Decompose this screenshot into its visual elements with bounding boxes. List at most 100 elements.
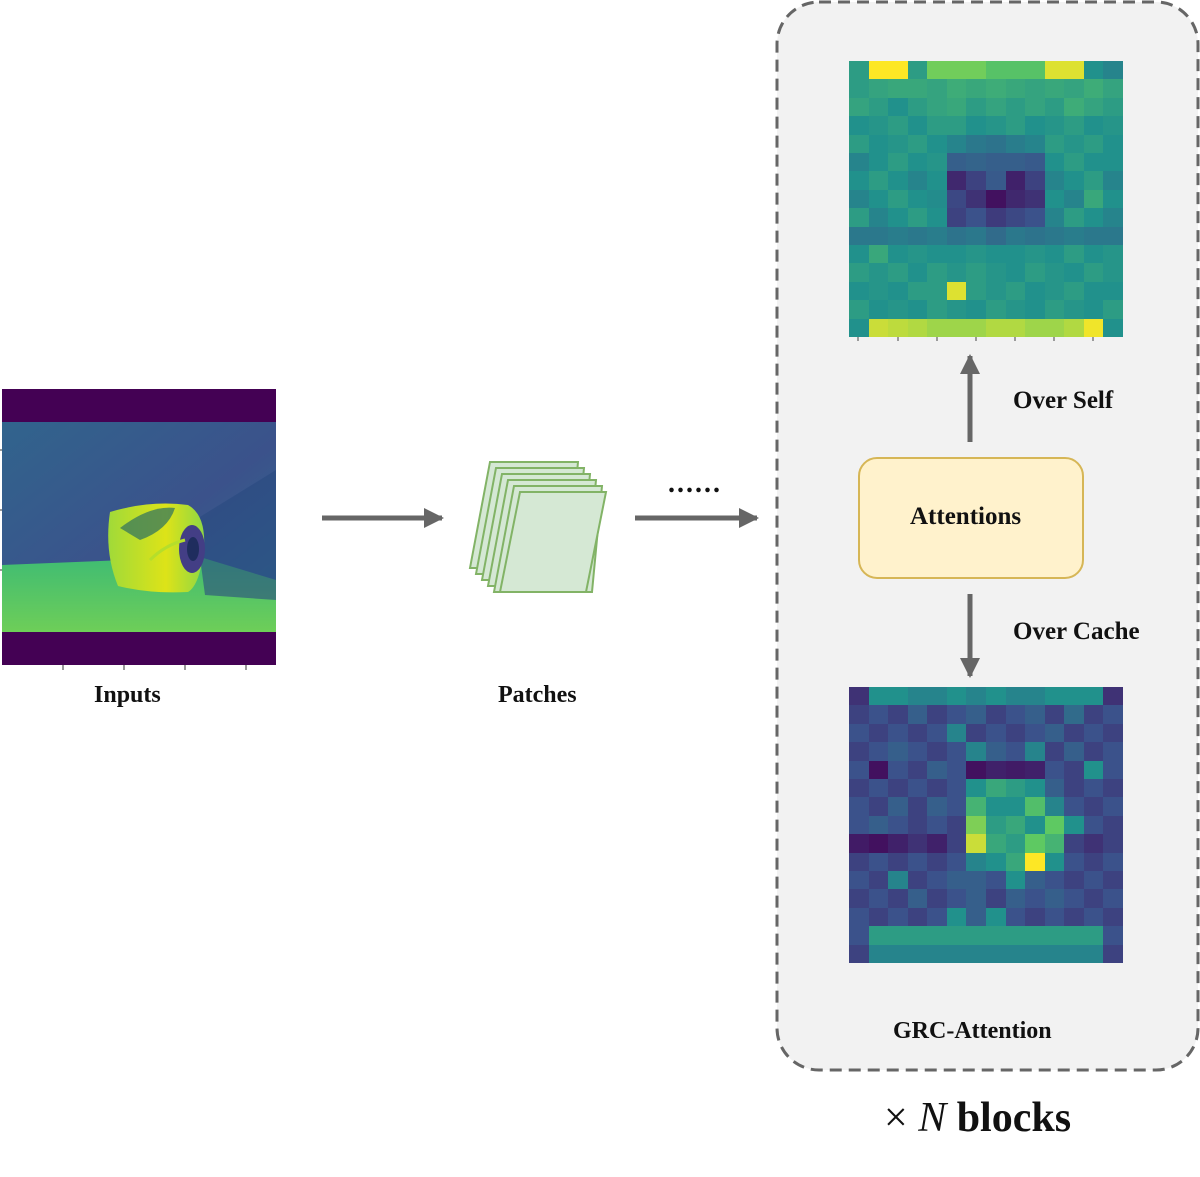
over-self-cell-r14-c12 (1083, 318, 1104, 337)
over-self-cell-r3-c8 (1005, 116, 1026, 135)
over-cache-cell-r2-c11 (1064, 723, 1084, 743)
over-cache-cell-r2-c3 (907, 723, 928, 743)
over-cache-cell-r14-c3 (907, 944, 928, 963)
over-cache-cell-r7-c3 (907, 815, 928, 835)
over-self-cell-r12-c1 (868, 281, 889, 301)
over-cache-cell-r9-c7 (985, 852, 1006, 871)
over-cache-cell-r13-c3 (907, 926, 928, 945)
over-cache-cell-r4-c8 (1005, 760, 1026, 779)
over-self-cell-r1-c11 (1064, 79, 1084, 98)
over-cache-cell-r0-c2 (888, 687, 908, 706)
over-self-cell-r1-c1 (868, 79, 889, 98)
over-cache-cell-r8-c7 (985, 834, 1006, 853)
over-cache-cell-r0-c3 (907, 687, 928, 706)
over-cache-cell-r2-c10 (1044, 723, 1065, 743)
over-cache-cell-r11-c0 (849, 889, 869, 908)
over-cache-cell-r12-c2 (888, 907, 908, 927)
over-self-cell-r14-c6 (966, 318, 986, 337)
over-cache-cell-r6-c8 (1005, 797, 1026, 816)
over-cache-cell-r2-c1 (868, 723, 889, 743)
over-cache-cell-r2-c13 (1103, 723, 1123, 743)
over-self-cell-r2-c7 (985, 97, 1006, 117)
over-self-cell-r13-c9 (1025, 300, 1045, 319)
over-cache-cell-r12-c12 (1083, 907, 1104, 927)
over-self-cell-r12-c12 (1083, 281, 1104, 301)
over-self-cell-r12-c0 (849, 281, 869, 301)
over-cache-cell-r12-c7 (985, 907, 1006, 927)
over-cache-cell-r10-c12 (1083, 870, 1104, 890)
over-cache-cell-r0-c12 (1083, 687, 1104, 706)
n-blocks-caption: × N blocks (884, 1094, 1071, 1142)
over-self-cell-r5-c3 (907, 152, 928, 172)
over-self-cell-r10-c2 (888, 244, 908, 264)
over-self-cell-r3-c7 (985, 116, 1006, 135)
over-cache-cell-r5-c3 (907, 778, 928, 798)
over-cache-cell-r10-c4 (927, 870, 947, 890)
over-cache-cell-r5-c4 (927, 778, 947, 798)
over-self-cell-r7-c2 (888, 189, 908, 209)
over-cache-cell-r5-c12 (1083, 778, 1104, 798)
over-cache-cell-r6-c7 (985, 797, 1006, 816)
over-cache-cell-r4-c13 (1103, 760, 1123, 779)
over-self-cell-r5-c1 (868, 152, 889, 172)
over-self-cell-r14-c11 (1064, 318, 1084, 337)
over-self-cell-r12-c2 (888, 281, 908, 301)
over-cache-cell-r9-c4 (927, 852, 947, 871)
over-self-cell-r3-c2 (888, 116, 908, 135)
over-cache-cell-r11-c3 (907, 889, 928, 908)
ellipsis-label: ...... (668, 468, 722, 499)
over-cache-cell-r5-c5 (946, 778, 967, 798)
over-cache-cell-r1-c4 (927, 705, 947, 724)
over-cache-cell-r14-c1 (868, 944, 889, 963)
over-cache-cell-r0-c6 (966, 687, 986, 706)
blocks-word: blocks (956, 1095, 1072, 1141)
over-cache-cell-r3-c8 (1005, 742, 1026, 761)
over-self-cell-r13-c0 (849, 300, 869, 319)
over-self-cell-r0-c9 (1025, 61, 1045, 80)
over-self-cell-r7-c6 (966, 189, 986, 209)
over-cache-cell-r11-c11 (1064, 889, 1084, 908)
over-cache-cell-r7-c6 (966, 815, 986, 835)
over-self-cell-r2-c4 (927, 97, 947, 117)
over-self-cell-r10-c5 (946, 244, 967, 264)
over-self-cell-r13-c1 (868, 300, 889, 319)
over-cache-cell-r11-c4 (927, 889, 947, 908)
over-self-cell-r9-c2 (888, 226, 908, 245)
over-self-cell-r8-c9 (1025, 208, 1045, 227)
over-cache-cell-r6-c4 (927, 797, 947, 816)
over-self-cell-r2-c8 (1005, 97, 1026, 117)
over-self-cell-r10-c13 (1103, 244, 1123, 264)
over-self-cell-r9-c13 (1103, 226, 1123, 245)
over-self-cell-r14-c8 (1005, 318, 1026, 337)
over-cache-cell-r10-c0 (849, 870, 869, 890)
over-cache-cell-r6-c6 (966, 797, 986, 816)
over-self-cell-r5-c12 (1083, 152, 1104, 172)
over-self-cell-r7-c8 (1005, 189, 1026, 209)
over-self-cell-r5-c6 (966, 152, 986, 172)
over-cache-cell-r9-c1 (868, 852, 889, 871)
over-self-cell-r8-c8 (1005, 208, 1026, 227)
over-self-cell-r12-c5 (946, 281, 967, 301)
over-self-cell-r11-c7 (985, 263, 1006, 282)
over-self-cell-r0-c5 (946, 61, 967, 80)
over-cache-cell-r12-c10 (1044, 907, 1065, 927)
over-cache-cell-r3-c2 (888, 742, 908, 761)
over-self-cell-r0-c4 (927, 61, 947, 80)
over-self-cell-r14-c0 (849, 318, 869, 337)
over-self-cell-r12-c11 (1064, 281, 1084, 301)
over-self-cell-r6-c9 (1025, 171, 1045, 190)
patches-stack-icon (468, 461, 608, 593)
over-cache-cell-r14-c6 (966, 944, 986, 963)
over-self-cell-r14-c3 (907, 318, 928, 337)
over-cache-cell-r11-c13 (1103, 889, 1123, 908)
over-self-cell-r7-c7 (985, 189, 1006, 209)
over-cache-cell-r12-c0 (849, 907, 869, 927)
over-cache-cell-r0-c1 (868, 687, 889, 706)
patches-label: Patches (498, 682, 577, 708)
over-cache-cell-r3-c13 (1103, 742, 1123, 761)
over-cache-cell-r9-c13 (1103, 852, 1123, 871)
over-cache-cell-r13-c12 (1083, 926, 1104, 945)
over-cache-cell-r14-c8 (1005, 944, 1026, 963)
over-self-cell-r3-c9 (1025, 116, 1045, 135)
over-self-cell-r10-c4 (927, 244, 947, 264)
